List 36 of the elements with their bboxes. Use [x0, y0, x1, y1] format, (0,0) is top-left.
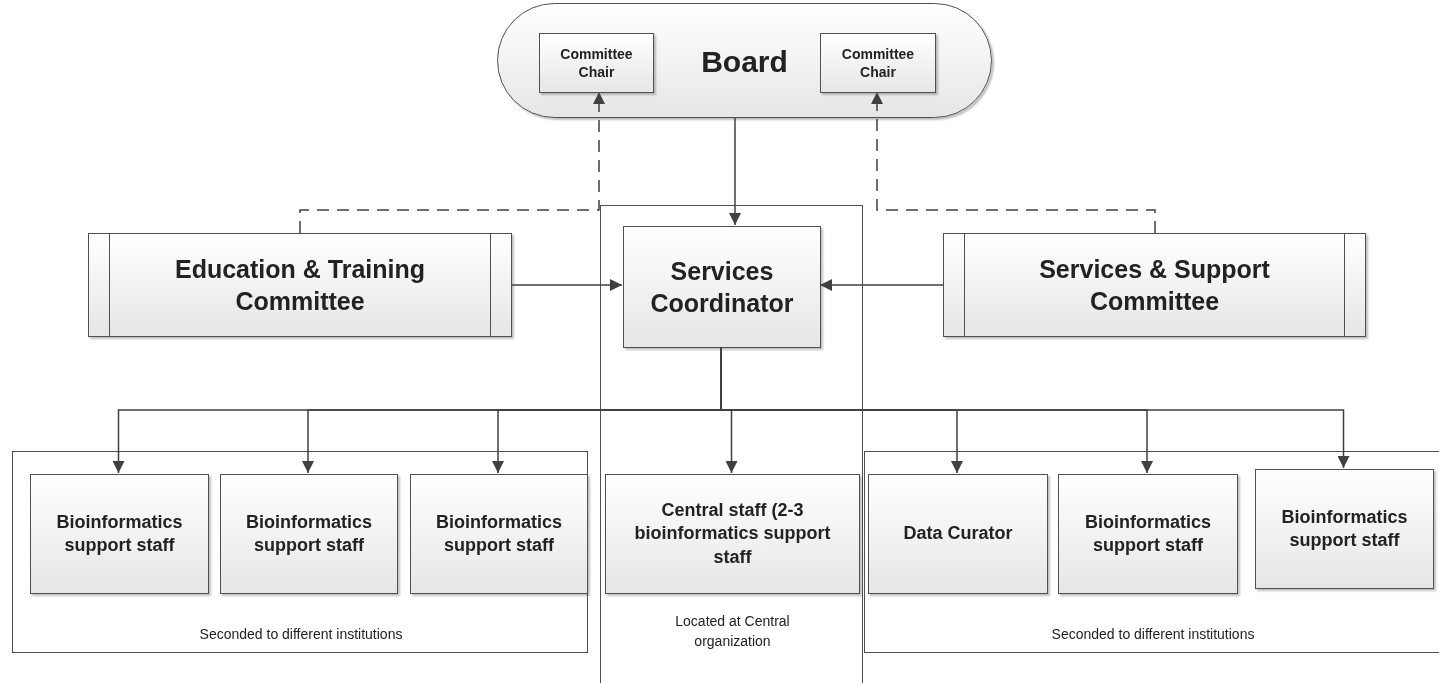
arrow [871, 91, 1156, 234]
role-label: Committee Chair [559, 44, 634, 82]
role-box [30, 474, 209, 594]
group-caption: Located at Central organization [674, 612, 791, 652]
group-caption: Seconded to different institutions [1050, 625, 1256, 644]
role-label: Services Coordinator [649, 255, 795, 319]
group-caption: Seconded to different institutions [198, 625, 404, 644]
role-label: Central staff (2-3 bioinformatics support staff [633, 498, 832, 569]
role-label: Bioinformatics support staff [435, 510, 563, 557]
role-box [1255, 469, 1434, 589]
group-frame [600, 205, 863, 683]
role-label: Education & Training Committee [174, 253, 426, 317]
role-label: Data Curator [902, 522, 1014, 546]
role-label: Bioinformatics support staff [1084, 510, 1212, 557]
arrow [511, 279, 623, 291]
role-box [605, 474, 860, 594]
role-box [868, 474, 1048, 594]
role-label: Bioinformatics support staff [1280, 505, 1409, 552]
role-box [539, 33, 654, 93]
arrow [299, 91, 605, 234]
committee-box [88, 233, 512, 337]
role-box [410, 474, 588, 594]
group-frame [12, 451, 588, 653]
arrow [819, 279, 944, 291]
board-title: Board [700, 44, 789, 80]
role-label: Bioinformatics support staff [55, 510, 184, 557]
role-box [220, 474, 398, 594]
committee-box [943, 233, 1366, 337]
role-label: Bioinformatics support staff [245, 510, 373, 557]
role-label: Committee Chair [840, 44, 916, 82]
role-box [1058, 474, 1238, 594]
arrow [729, 117, 741, 226]
role-label: Services & Support Committee [1038, 253, 1271, 317]
role-box [820, 33, 936, 93]
role-box [623, 226, 821, 348]
group-frame [864, 451, 1439, 653]
